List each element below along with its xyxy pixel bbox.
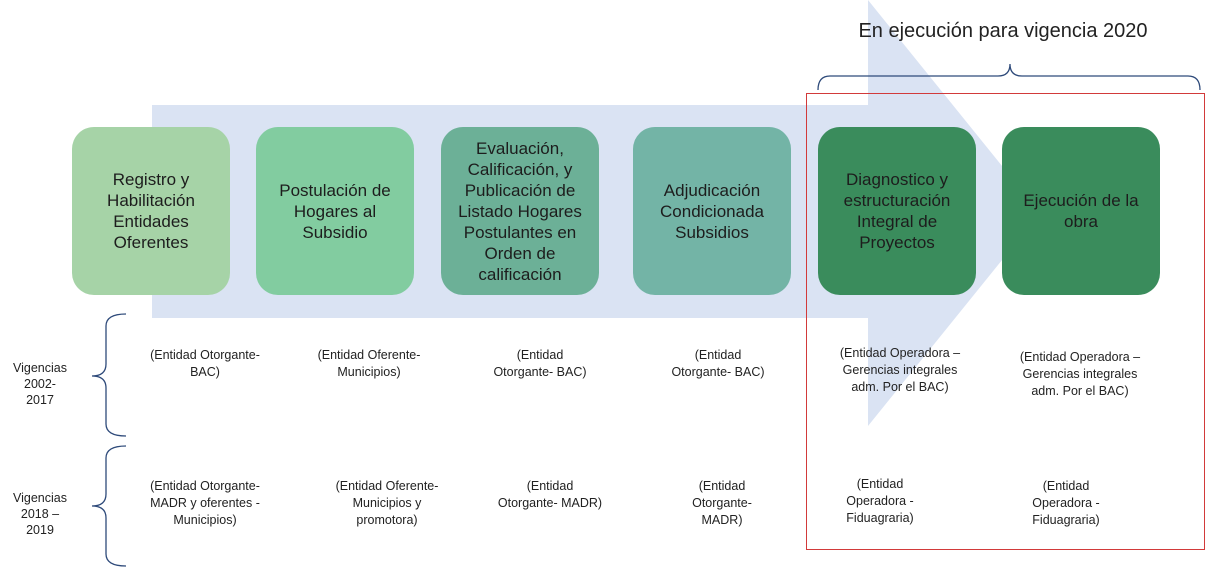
period-brace-1 [91,313,127,437]
entity-label-p1-s2: (Entidad Oferente- Municipios) [317,348,421,379]
execution-2020-highlight-box [806,93,1205,550]
execution-2020-title: En ejecución para vigencia 2020 [858,20,1148,42]
entity-label-p2-s1: (Entidad Otorgante- MADR y oferentes - M… [150,479,260,527]
step-postulacion: Postulación de Hogares al Subsidio [256,127,414,295]
period-label-2018-2019: Vigencias 2018 – 2019 [13,491,67,537]
step-adjudicacion: Adjudicación Condicionada Subsidios [633,127,791,295]
entity-label-p2-s3: (Entidad Otorgante- MADR) [497,479,603,510]
entity-label-p2-s5: (Entidad Operadora - Fiduagraria) [846,477,914,525]
entity-label-p1-s5: (Entidad Operadora – Gerencias integrale… [839,346,961,394]
period-label-2002-2017: Vigencias 2002- 2017 [13,361,67,407]
top-brace [817,63,1201,91]
step-ejecucion: Ejecución de la obra [1002,127,1160,295]
period-brace-2 [91,445,127,567]
entity-label-p1-s1: (Entidad Otorgante- BAC) [150,348,260,379]
entity-label-p2-s2: (Entidad Oferente- Municipios y promotor… [335,479,439,527]
entity-label-p1-s6: (Entidad Operadora – Gerencias integrale… [1019,350,1141,398]
entity-label-p2-s4: (Entidad Otorgante- MADR) [692,479,752,527]
step-registro: Registro y Habilitación Entidades Oferen… [72,127,230,295]
step-evaluacion: Evaluación, Calificación, y Publicación … [441,127,599,295]
entity-label-p2-s6: (Entidad Operadora - Fiduagraria) [1032,479,1100,527]
step-diagnostico: Diagnostico y estructuración Integral de… [818,127,976,295]
entity-label-p1-s3: (Entidad Otorgante- BAC) [493,348,587,379]
entity-label-p1-s4: (Entidad Otorgante- BAC) [671,348,765,379]
